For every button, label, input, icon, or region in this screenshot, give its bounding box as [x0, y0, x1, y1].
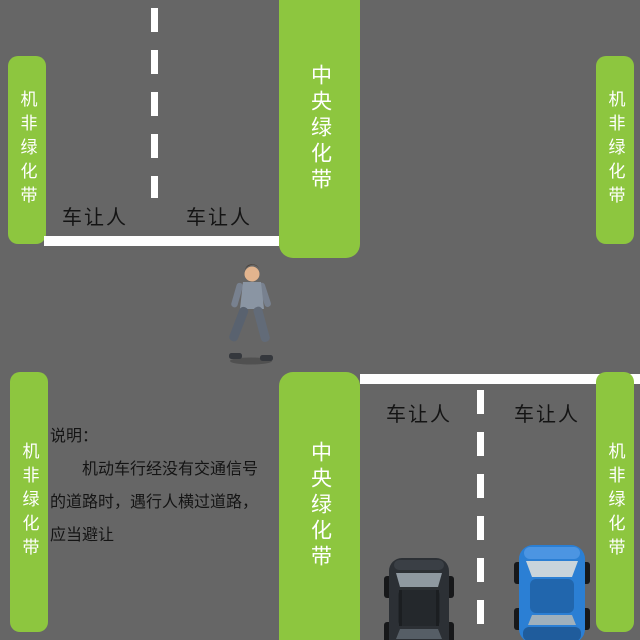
- blue-car-icon: [514, 545, 590, 640]
- green-belt-top-left: 机非绿化带: [8, 56, 46, 244]
- stop-line-bottom: [360, 374, 640, 384]
- explanation-line: 应当避让: [50, 527, 115, 544]
- explanation-text: 说明： 机动车行经没有交通信号 的道路时，遇行人横过道路， 应当避让: [50, 420, 302, 552]
- explanation-line: 的道路时，遇行人横过道路，: [50, 494, 259, 511]
- dark-suv-icon: [384, 558, 454, 640]
- yield-marking-bottom-right: 车让人: [514, 404, 580, 426]
- green-belt-label: 机非绿化带: [605, 90, 625, 210]
- stop-line-top: [44, 236, 279, 246]
- green-belt-label: 机非绿化带: [19, 442, 39, 562]
- green-belt-bottom-right: 机非绿化带: [596, 372, 634, 632]
- green-belt-label: 机非绿化带: [17, 90, 37, 210]
- green-belt-central-top: 中央绿化带: [279, 0, 360, 258]
- yield-marking-top-right: 车让人: [186, 207, 252, 229]
- explanation-heading: 说明：: [50, 428, 99, 445]
- yield-marking-top-left: 车让人: [62, 207, 128, 229]
- green-belt-top-right: 机非绿化带: [596, 56, 634, 244]
- explanation-line: 机动车行经没有交通信号: [82, 461, 259, 478]
- lane-divider-dashed-top: [151, 8, 158, 198]
- green-belt-bottom-left: 机非绿化带: [10, 372, 48, 632]
- green-belt-label: 中央绿化带: [308, 64, 332, 194]
- yield-marking-bottom-left: 车让人: [386, 404, 452, 426]
- lane-divider-dashed-bottom: [477, 390, 484, 640]
- green-belt-label: 中央绿化带: [308, 441, 332, 571]
- green-belt-label: 机非绿化带: [605, 442, 625, 562]
- green-belt-central-bottom: 中央绿化带: [279, 372, 360, 640]
- pedestrian-icon: [229, 264, 273, 365]
